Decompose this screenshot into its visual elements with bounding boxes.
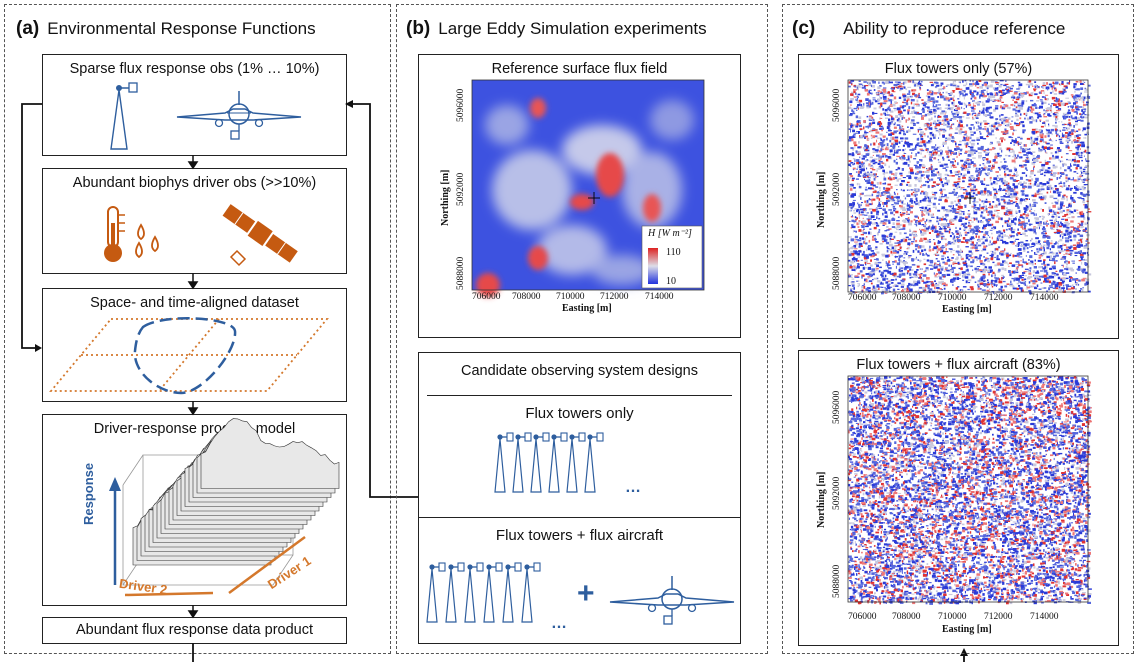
design1-label: Flux towers only (525, 405, 634, 422)
result-map2 (847, 375, 1092, 605)
map1-xtick-4: 712000 (984, 293, 1013, 303)
flux-tower-icon (521, 562, 541, 623)
flux-tower-icon (530, 432, 550, 493)
aligned-dataset-box: Space- and time-aligned dataset (42, 288, 347, 402)
ref-map-xlabel: Easting [m] (562, 303, 612, 314)
biophys-driver-box: Abundant biophys driver obs (>>10%) (42, 168, 347, 274)
response-surface-plot (109, 418, 340, 597)
map2-xtick-3: 710000 (938, 612, 967, 622)
flux-tower-icon (110, 82, 138, 150)
flux-tower-icon (584, 432, 604, 493)
biophys-driver-label: Abundant biophys driver obs (>>10%) (72, 175, 317, 191)
map1-xtick-1: 706000 (848, 293, 877, 303)
ref-xtick-2: 708000 (512, 292, 541, 302)
ref-xtick-5: 714000 (645, 292, 674, 302)
map2-xlabel: Easting [m] (942, 624, 992, 635)
panel-b-title-text: Large Eddy Simulation experiments (438, 19, 707, 38)
designs-box: Candidate observing system designs Flux … (418, 352, 741, 644)
flux-tower-icon (502, 562, 522, 623)
flux-tower-icon (548, 432, 568, 493)
ref-ytick-2: 5092000 (456, 172, 466, 206)
map2-xtick-1: 706000 (848, 612, 877, 622)
sparse-flux-box: Sparse flux response obs (1% … 10%) (42, 54, 347, 156)
design2-label: Flux towers + flux aircraft (495, 527, 664, 544)
aircraft-icon (176, 91, 302, 140)
panel-a-letter: (a) (16, 18, 40, 39)
map2-ylabel: Northing [m] (816, 471, 827, 528)
result-map2-title: Flux towers + flux aircraft (83%) (856, 357, 1061, 373)
flux-tower-icon (483, 562, 503, 623)
map1-xtick-3: 710000 (938, 293, 967, 303)
ref-xtick-1: 706000 (472, 292, 501, 302)
flux-tower-icon (426, 562, 446, 623)
flux-tower-icon (445, 562, 465, 623)
map1-ytick-3: 5088000 (832, 256, 842, 290)
map2-xtick-4: 712000 (984, 612, 1013, 622)
result-map1 (847, 79, 1092, 295)
designs-title: Candidate observing system designs (461, 363, 698, 379)
design2-aircraft-icon (609, 576, 735, 625)
flux-tower-icon (566, 432, 586, 493)
design1-ellipsis: … (625, 479, 641, 496)
panel-b-title: (b) Large Eddy Simulation experiments (406, 18, 707, 40)
colorbar-min: 10 (666, 276, 676, 287)
map2-ytick-2: 5092000 (832, 476, 842, 510)
panel-a-title-text: Environmental Response Functions (47, 19, 316, 38)
panel-b (396, 4, 768, 654)
map2-xtick-2: 708000 (892, 612, 921, 622)
map2-ytick-1: 5096000 (832, 390, 842, 424)
map1-xtick-2: 708000 (892, 293, 921, 303)
ref-map-ylabel: Northing [m] (440, 169, 451, 226)
ref-ytick-3: 5088000 (456, 256, 466, 290)
panel-c-letter: (c) (792, 18, 816, 39)
panel-b-letter: (b) (406, 18, 431, 39)
colorbar-max: 110 (666, 247, 681, 258)
reference-map-title: Reference surface flux field (491, 61, 668, 77)
panel-a (4, 4, 391, 654)
panel-c-title-text: Ability to reproduce reference (843, 19, 1066, 38)
map1-xtick-5: 714000 (1030, 293, 1059, 303)
colorbar-label: H [W m⁻²] (648, 228, 692, 239)
flux-tower-icon (464, 562, 484, 623)
map1-xlabel: Easting [m] (942, 304, 992, 315)
ref-xtick-4: 712000 (600, 292, 629, 302)
panel-a-title: (a) Environmental Response Functions (16, 18, 316, 40)
water-drops-icon (135, 223, 159, 259)
map1-ytick-1: 5096000 (832, 88, 842, 122)
plus-sign: + (577, 577, 595, 610)
map2-ytick-3: 5088000 (832, 564, 842, 598)
design2-towers (426, 562, 541, 623)
designs-divider-mid (419, 517, 740, 518)
reference-flux-map (471, 79, 705, 297)
design1-towers (494, 432, 604, 493)
panel-c-title: (c) Ability to reproduce reference (792, 18, 1065, 40)
designs-divider-top (427, 395, 732, 396)
ref-ytick-1: 5096000 (456, 88, 466, 122)
design2-ellipsis: … (551, 615, 567, 632)
map1-ylabel: Northing [m] (816, 171, 827, 228)
result-map1-title: Flux towers only (57%) (884, 61, 1033, 77)
thermometer-icon (104, 206, 125, 262)
map2-xtick-5: 714000 (1030, 612, 1059, 622)
flux-tower-icon (512, 432, 532, 493)
flux-product-label: Abundant flux response data product (76, 622, 313, 638)
flux-tower-icon (494, 432, 514, 493)
sparse-flux-label: Sparse flux response obs (1% … 10%) (69, 61, 320, 77)
ref-xtick-3: 710000 (556, 292, 585, 302)
satellite-icon (222, 204, 298, 267)
aligned-dataset-diagram (49, 317, 329, 395)
panel-c (782, 4, 1134, 654)
map1-ytick-2: 5092000 (832, 172, 842, 206)
flux-product-box: Abundant flux response data product (42, 617, 347, 644)
aligned-dataset-label: Space- and time-aligned dataset (90, 295, 299, 311)
process-model-box: Driver-response process model Response D… (42, 414, 347, 606)
